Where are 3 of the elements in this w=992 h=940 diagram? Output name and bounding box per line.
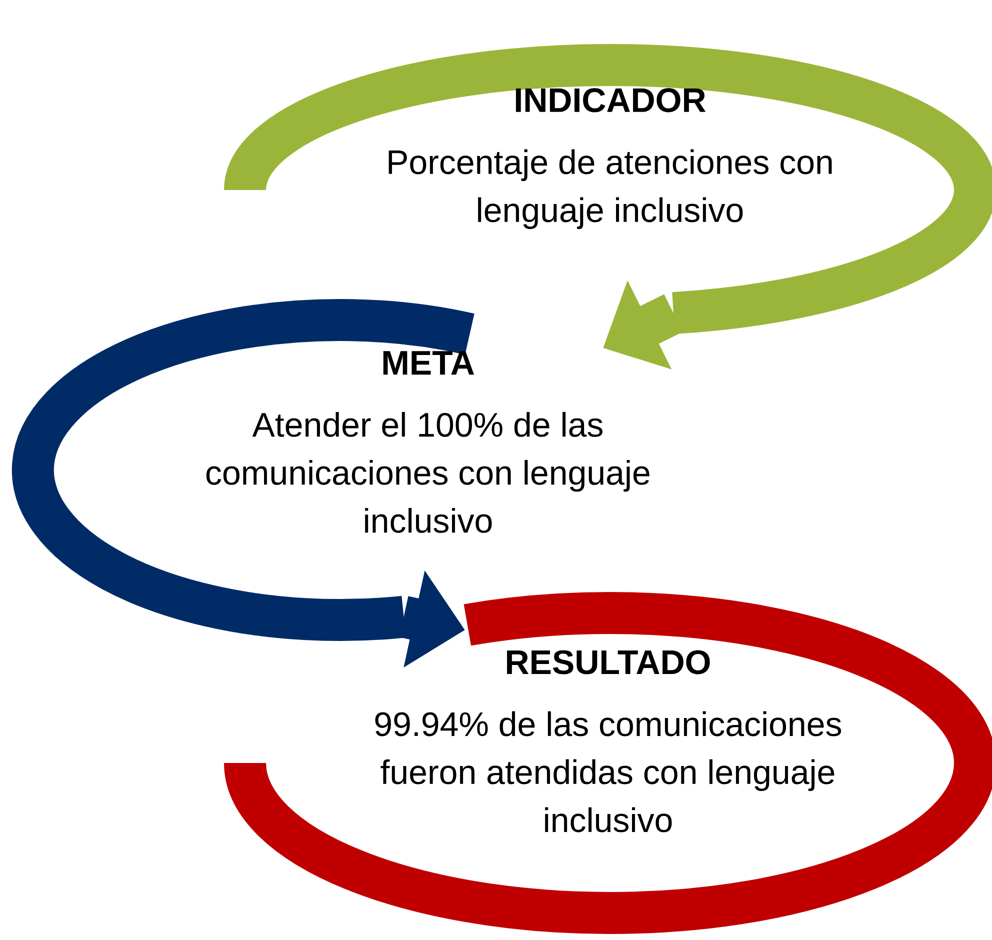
step-text: RESULTADO 99.94% de las comunicaciones fueron atendidas con lenguaje inclusivo (375, 650, 842, 832)
step-text: META Atender el 100% de las comunicaciones con lenguaje inclusivo (206, 351, 650, 533)
step-text: INDICADOR Porcentaje de atenciones con lenguaje inclusivo (388, 88, 832, 229)
